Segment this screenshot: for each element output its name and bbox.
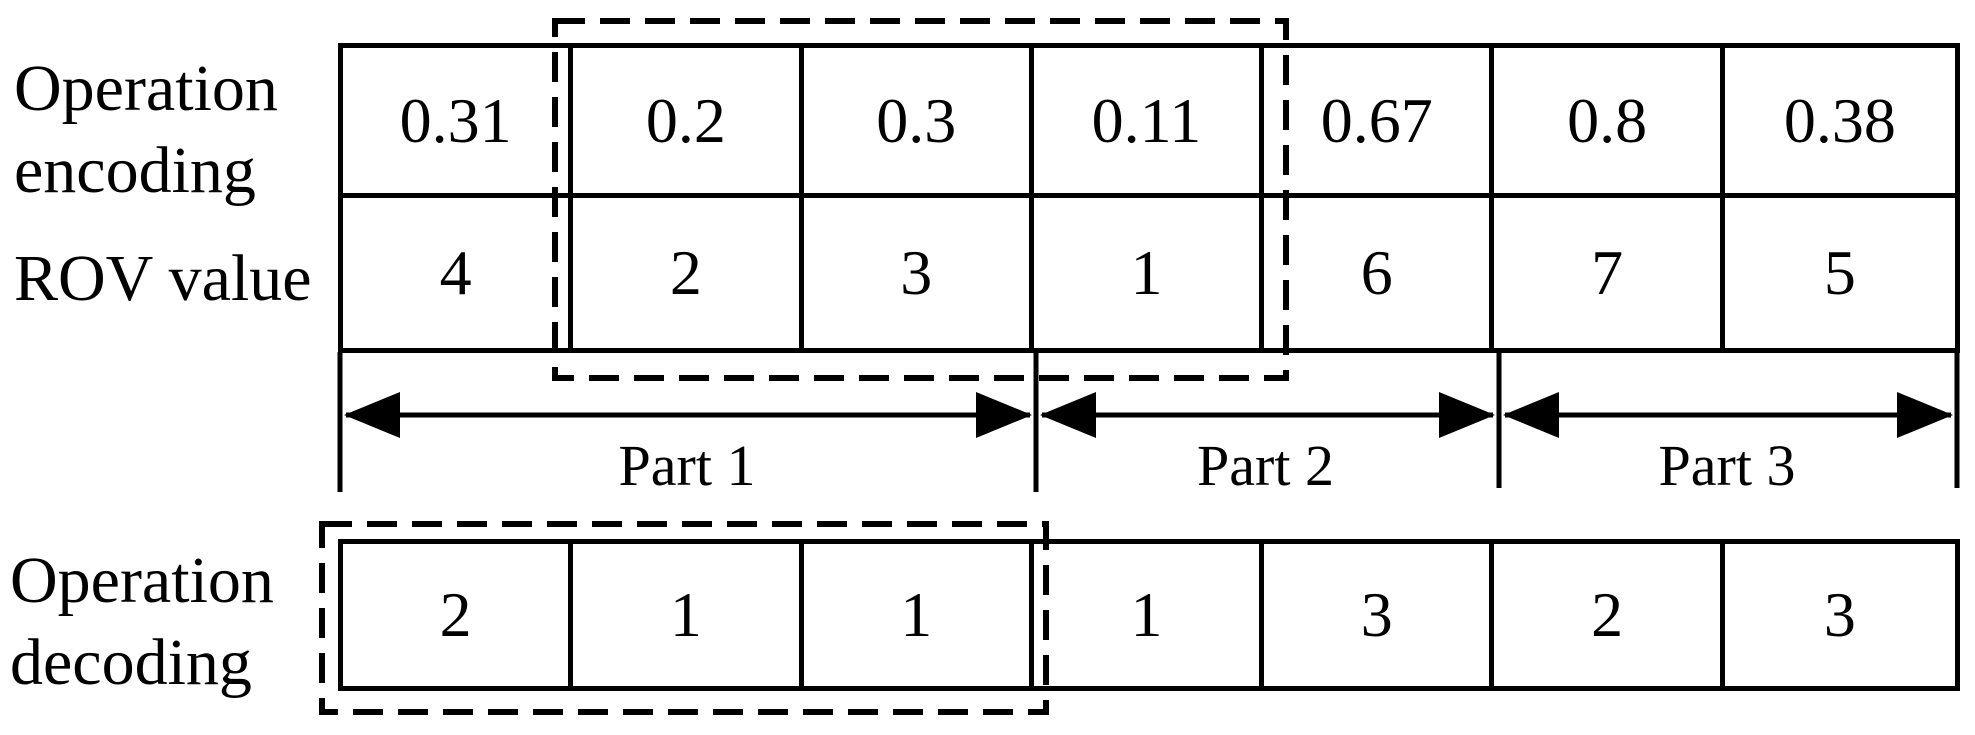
encoding-cell-2: 0.2	[573, 48, 804, 193]
rov-cell-7: 5	[1724, 198, 1955, 348]
encoding-table: 0.31 0.2 0.3 0.11 0.67 0.8 0.38 4 2 3 1 …	[338, 43, 1960, 353]
decoding-row-label-line2: decoding	[10, 626, 252, 699]
encoding-row-label: Operation encoding	[14, 48, 278, 212]
encoding-row-label-line1: Operation	[14, 52, 278, 125]
rov-cell-6: 7	[1494, 198, 1725, 348]
decoding-cell-2: 1	[573, 544, 804, 686]
rov-cell-5: 6	[1264, 198, 1495, 348]
encoding-cell-6: 0.8	[1494, 48, 1725, 193]
decoding-cell-4: 1	[1033, 544, 1265, 686]
rov-cell-4: 1	[1033, 198, 1265, 348]
part2-label: Part 2	[1197, 433, 1334, 498]
encoding-row-label-line2: encoding	[14, 134, 256, 207]
decoding-cell-5: 3	[1264, 544, 1495, 686]
rov-cell-1: 4	[343, 198, 574, 348]
decoding-row-label-line1: Operation	[10, 544, 274, 617]
rov-values-row: 4 2 3 1 6 7 5	[343, 198, 1955, 348]
encoding-cell-4: 0.11	[1033, 48, 1265, 193]
part1-label: Part 1	[618, 433, 756, 498]
decoding-cell-1: 2	[343, 544, 574, 686]
rov-cell-3: 3	[803, 198, 1034, 348]
encoding-cell-1: 0.31	[343, 48, 574, 193]
decoding-cell-6: 2	[1494, 544, 1725, 686]
decoding-table: 2 1 1 1 3 2 3	[338, 539, 1960, 691]
encoding-cell-5: 0.67	[1264, 48, 1495, 193]
decoding-row-label: Operation decoding	[10, 540, 274, 704]
part3-label: Part 3	[1658, 433, 1796, 498]
decoding-cell-7: 3	[1724, 544, 1955, 686]
rov-row-label: ROV value	[14, 242, 312, 315]
decoding-cell-3: 1	[803, 544, 1034, 686]
encoding-cell-7: 0.38	[1724, 48, 1955, 193]
rov-cell-2: 2	[573, 198, 804, 348]
encoding-cell-3: 0.3	[803, 48, 1034, 193]
encoding-values-row: 0.31 0.2 0.3 0.11 0.67 0.8 0.38	[343, 48, 1955, 198]
